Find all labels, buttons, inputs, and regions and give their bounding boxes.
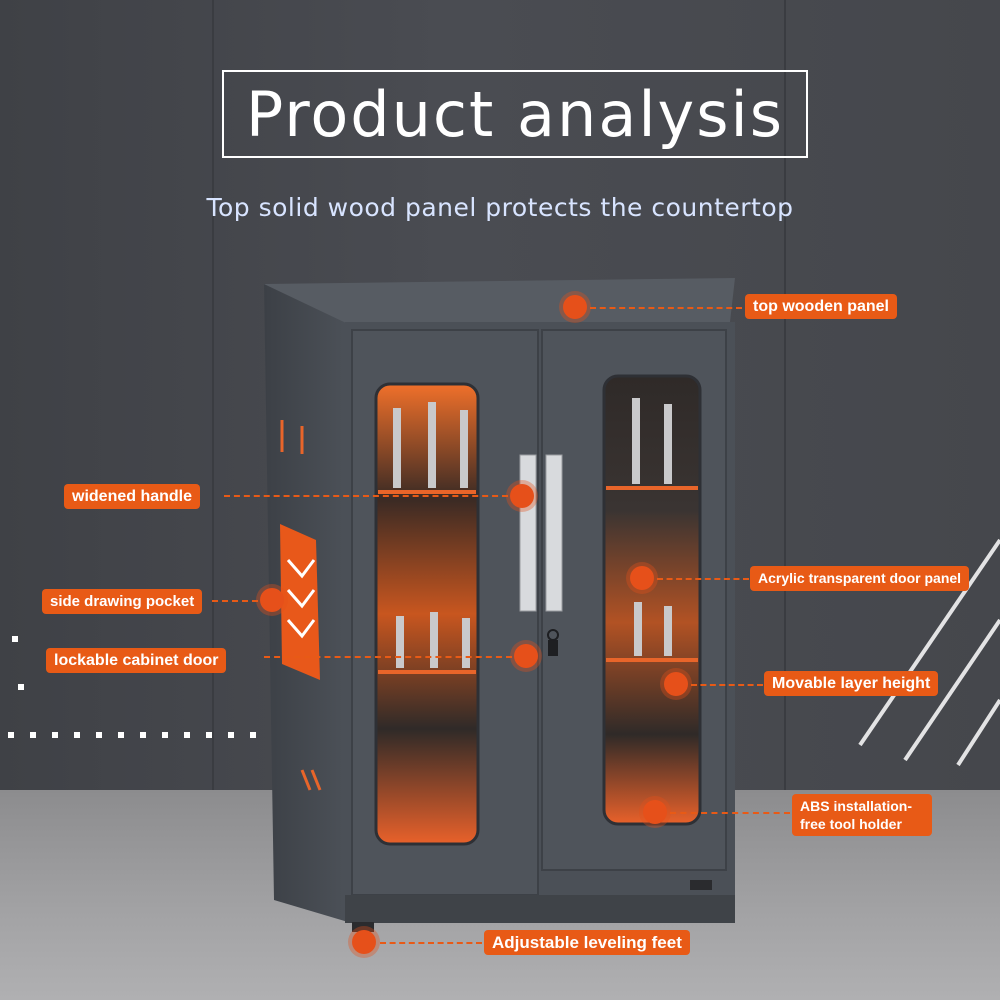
label-tool-holder-line1: ABS installation- (800, 798, 913, 814)
cabinet-top-panel (264, 278, 735, 324)
leader-line (380, 942, 482, 944)
hotspot-door-panel[interactable] (630, 566, 654, 590)
hotspot-tool-holder[interactable] (643, 800, 667, 824)
hotspot-feet[interactable] (352, 930, 376, 954)
left-handle (519, 454, 537, 612)
label-door-panel: Acrylic transparent door panel (750, 566, 970, 591)
label-side-pocket: side drawing pocket (42, 589, 203, 614)
lock-icon (547, 629, 559, 656)
cabinet-base (345, 895, 735, 923)
wall-seam (784, 0, 786, 790)
tool-holders (393, 398, 672, 668)
side-decor (280, 420, 322, 791)
label-lock: lockable cabinet door (46, 648, 227, 673)
leader-line (657, 578, 749, 580)
page-title: Product analysis (245, 77, 785, 151)
label-top-panel: top wooden panel (745, 294, 897, 319)
left-acrylic-window (374, 382, 480, 846)
leader-line (212, 600, 258, 602)
leader-line (224, 495, 508, 497)
leveling-foot (690, 880, 712, 890)
label-layer: Movable layer height (764, 671, 939, 696)
leader-line (670, 812, 790, 814)
leveling-foot (352, 922, 374, 932)
wall-seam (212, 0, 214, 790)
leader-line (691, 684, 763, 686)
light-streaks (858, 538, 1000, 767)
title-box: Product analysis (222, 70, 808, 158)
hotspot-layer[interactable] (664, 672, 688, 696)
hotspot-side-pocket[interactable] (260, 588, 284, 612)
label-handle: widened handle (64, 484, 201, 509)
label-tool-holder-line2: free tool holder (800, 816, 902, 832)
right-handle (545, 454, 563, 612)
shelves (378, 486, 698, 674)
right-acrylic-window (602, 374, 702, 826)
leader-line (590, 307, 742, 309)
hotspot-handle[interactable] (510, 484, 534, 508)
label-feet: Adjustable leveling feet (484, 930, 690, 955)
side-pocket-icon (280, 524, 320, 680)
hotspot-top-panel[interactable] (563, 295, 587, 319)
leader-line (264, 656, 512, 658)
label-tool-holder: ABS installation- free tool holder (792, 794, 932, 836)
hotspot-lock[interactable] (514, 644, 538, 668)
page-subtitle: Top solid wood panel protects the counte… (206, 193, 794, 222)
